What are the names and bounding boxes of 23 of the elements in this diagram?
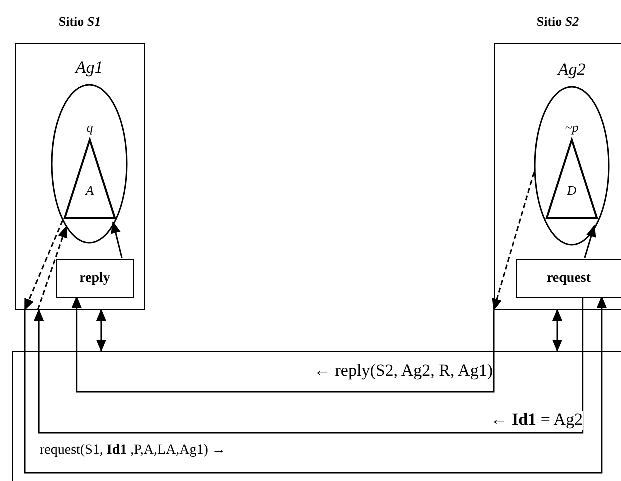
arrow — [34, 297, 584, 434]
message-box: request — [516, 259, 621, 298]
double-arrow — [552, 309, 562, 352]
dashed-arrow — [24, 220, 64, 311]
message-box: reply — [56, 259, 134, 298]
dashed-arrow — [37, 226, 68, 310]
arrow — [584, 224, 596, 258]
arrow — [24, 296, 607, 474]
site-heading: Sitio S2 — [536, 14, 580, 30]
dashed-arrow — [492, 172, 535, 311]
edge-label: ← reply(S2, Ag2, R, Ag1) — [314, 362, 493, 381]
bus-line — [12, 351, 621, 354]
argument-label: D — [567, 183, 577, 199]
arrow — [72, 296, 495, 393]
agent-label: Ag2 — [558, 60, 586, 80]
argument-label: A — [86, 183, 94, 199]
agent-label: Ag1 — [76, 58, 104, 78]
edge-label: request(S1, Id1 ,P,A,LA,Ag1) → — [40, 443, 226, 458]
conclusion-label: q — [86, 120, 94, 136]
site-heading: Sitio S1 — [58, 14, 102, 30]
double-arrow — [96, 309, 106, 352]
conclusion-label: ~p — [565, 120, 579, 136]
arrow — [111, 221, 123, 258]
